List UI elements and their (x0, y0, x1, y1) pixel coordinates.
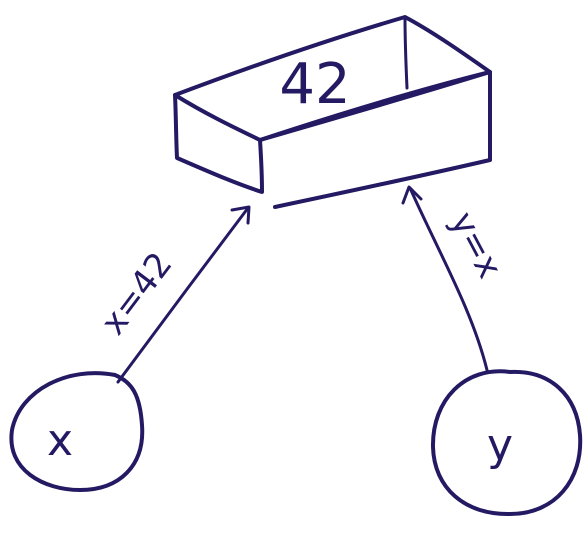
node-y-circle (430, 369, 583, 517)
edge-y-label: y=x (442, 205, 510, 284)
box-front-face (173, 93, 264, 194)
node-y-label: y (487, 420, 513, 471)
box-right-face (258, 70, 493, 209)
edge-x-to-box: x=42 (93, 205, 251, 384)
edge-x-label: x=42 (93, 245, 180, 342)
edge-y-arrowhead (401, 185, 423, 205)
edge-x-arrow-line (116, 206, 250, 384)
box-top-face (173, 15, 492, 142)
edge-y-to-box: y=x (401, 185, 510, 372)
edge-x-arrowhead (230, 205, 251, 225)
node-x-label: x (47, 415, 73, 466)
box-value-text: 42 (279, 52, 350, 117)
node-x: x (9, 371, 145, 492)
node-x-circle (9, 371, 145, 492)
box-back-edge (403, 15, 409, 90)
node-y: y (430, 369, 583, 517)
edge-y-arrow-line (408, 186, 489, 372)
value-box: 42 (173, 15, 493, 209)
